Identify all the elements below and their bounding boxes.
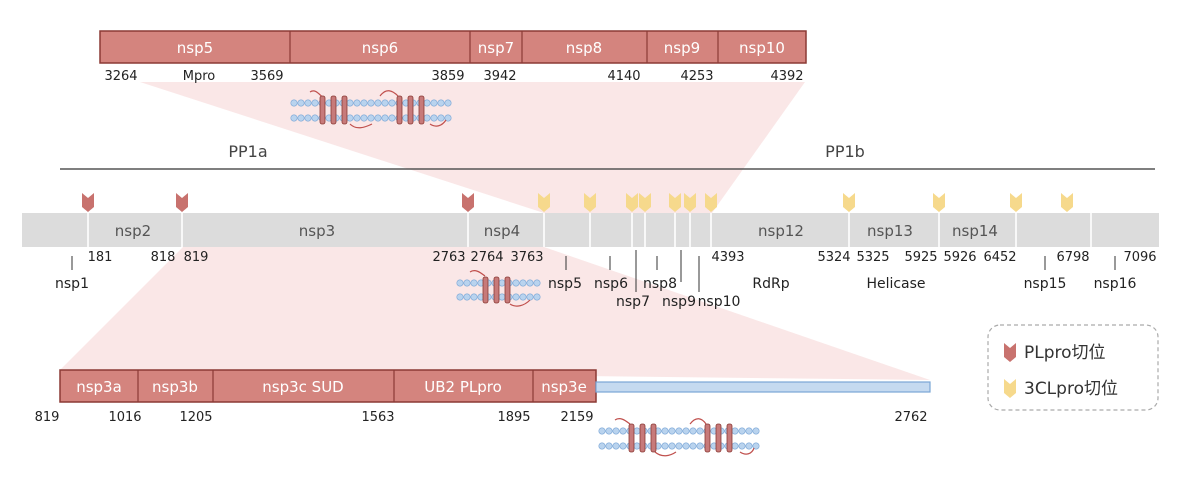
below-helicase: Helicase	[866, 276, 925, 292]
bottom-seg-nsp3c-sud: nsp3c SUD	[262, 378, 343, 396]
below-nsp5: nsp5	[548, 276, 582, 292]
main-bar-below-labels: nsp1 nsp5 nsp6 nsp7 nsp8 nsp9 nsp10 RdRp…	[55, 276, 1137, 310]
below-nsp8: nsp8	[643, 276, 677, 292]
main-num-6798: 6798	[1056, 250, 1089, 265]
main-num-819: 819	[184, 250, 209, 265]
top-label-mpro: Mpro	[183, 69, 216, 84]
main-num-7096: 7096	[1123, 250, 1156, 265]
label-ticks	[71, 250, 1116, 292]
bottom-num-1016: 1016	[108, 410, 141, 425]
top-num-4392: 4392	[770, 69, 803, 84]
top-seg-nsp8: nsp8	[566, 39, 602, 57]
cl-cut-marker-icon	[669, 193, 681, 212]
main-num-4393: 4393	[711, 250, 744, 265]
top-num-4140: 4140	[607, 69, 640, 84]
bottom-num-1563: 1563	[361, 410, 394, 425]
bottom-num-1895: 1895	[497, 410, 530, 425]
legend-pl-label: PLpro切位	[1024, 343, 1106, 363]
top-num-3264: 3264	[104, 69, 137, 84]
bottom-seg-nsp3a: nsp3a	[76, 378, 122, 396]
main-bar-numbers: 181 818 819 2763 2764 3763 4393 5324 532…	[88, 250, 1157, 265]
bottom-num-1205: 1205	[179, 410, 212, 425]
main-genome-bar: nsp2 nsp3 nsp4 nsp12 nsp13 nsp14	[22, 213, 1159, 247]
top-seg-nsp5: nsp5	[177, 39, 213, 57]
main-num-5324: 5324	[817, 250, 850, 265]
cl-cut-marker-icon	[1010, 193, 1022, 212]
main-seg-nsp2: nsp2	[115, 222, 151, 240]
bottom-num-819: 819	[35, 410, 60, 425]
below-nsp6: nsp6	[594, 276, 628, 292]
pl-cut-marker-icon	[462, 193, 474, 212]
top-seg-nsp9: nsp9	[664, 39, 700, 57]
below-nsp7: nsp7	[616, 294, 650, 310]
bottom-seg-ub2-plpro: UB2 PLpro	[424, 378, 502, 396]
main-num-3763: 3763	[510, 250, 543, 265]
bottom-num-2159: 2159	[560, 410, 593, 425]
bottom-zoom-projection	[60, 247, 930, 380]
main-num-181: 181	[88, 250, 113, 265]
legend: PLpro切位 3CLpro切位	[987, 324, 1159, 411]
cl-cut-marker-icon	[584, 193, 596, 212]
legend-box	[987, 324, 1159, 411]
top-num-3859: 3859	[431, 69, 464, 84]
nsp3-tail-bar	[595, 381, 931, 393]
top-seg-nsp6: nsp6	[362, 39, 398, 57]
top-num-3569: 3569	[250, 69, 283, 84]
membrane-nsp3-icon	[598, 418, 760, 457]
pp1a-label: PP1a	[228, 142, 267, 161]
below-nsp15: nsp15	[1024, 276, 1067, 292]
top-num-3942: 3942	[483, 69, 516, 84]
pl-cut-marker-icon	[82, 193, 94, 212]
main-num-5925: 5925	[904, 250, 937, 265]
cl-cut-marker-icon	[538, 193, 550, 212]
main-num-5926: 5926	[943, 250, 976, 265]
pl-cut-marker-icon	[176, 193, 188, 212]
main-seg-nsp14: nsp14	[952, 222, 998, 240]
below-nsp10: nsp10	[698, 294, 741, 310]
bottom-seg-nsp3e: nsp3e	[541, 378, 587, 396]
below-nsp1: nsp1	[55, 276, 89, 292]
cl-cut-marker-icon	[626, 193, 638, 212]
legend-cl-label: 3CLpro切位	[1024, 379, 1118, 399]
legend-cl-marker-icon	[1004, 379, 1016, 398]
pp1b-label: PP1b	[825, 142, 865, 161]
below-nsp9: nsp9	[662, 294, 696, 310]
cl-cut-marker-icon	[843, 193, 855, 212]
top-zoom-numbers: 3264 Mpro 3569 3859 3942 4140 4253 4392	[104, 69, 803, 84]
below-nsp16: nsp16	[1094, 276, 1137, 292]
cl-cut-marker-icon	[705, 193, 717, 212]
bottom-zoom-bar: nsp3a nsp3b nsp3c SUD UB2 PLpro nsp3e	[59, 369, 931, 403]
top-seg-nsp10: nsp10	[739, 39, 785, 57]
legend-pl-marker-icon	[1004, 343, 1016, 362]
below-rdrp: RdRp	[752, 276, 789, 292]
cl-cut-marker-icon	[684, 193, 696, 212]
main-num-2763: 2763	[432, 250, 465, 265]
top-seg-nsp7: nsp7	[478, 39, 514, 57]
top-num-4253: 4253	[680, 69, 713, 84]
main-seg-nsp12: nsp12	[758, 222, 804, 240]
main-seg-nsp3: nsp3	[299, 222, 335, 240]
cl-cut-marker-icon	[933, 193, 945, 212]
cleavage-markers	[82, 193, 1073, 212]
bottom-seg-nsp3b: nsp3b	[152, 378, 198, 396]
membrane-nsp6-icon	[290, 90, 452, 129]
membrane-nsp4-icon	[456, 270, 541, 307]
main-num-5325: 5325	[856, 250, 889, 265]
top-zoom-bar: nsp5 nsp6 nsp7 nsp8 nsp9 nsp10	[99, 30, 807, 64]
top-zoom-projection	[140, 82, 805, 213]
main-num-818: 818	[151, 250, 176, 265]
main-num-2764: 2764	[470, 250, 503, 265]
main-num-6452: 6452	[983, 250, 1016, 265]
bottom-num-2762: 2762	[894, 410, 927, 425]
bottom-zoom-numbers: 819 1016 1205 1563 1895 2159 2762	[35, 410, 928, 425]
cl-cut-marker-icon	[1061, 193, 1073, 212]
main-seg-nsp13: nsp13	[867, 222, 913, 240]
cl-cut-marker-icon	[639, 193, 651, 212]
main-seg-nsp4: nsp4	[484, 222, 520, 240]
